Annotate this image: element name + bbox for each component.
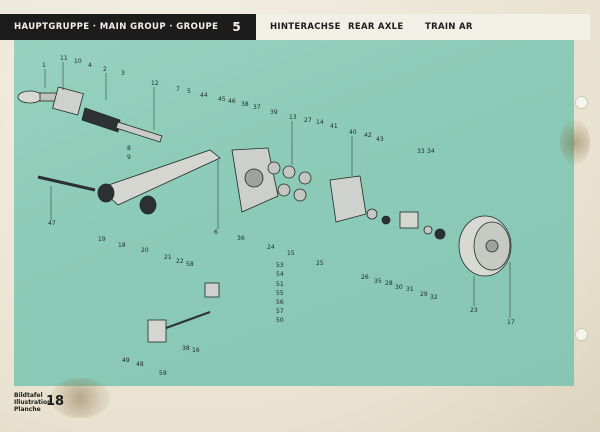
callout-label: 21: [164, 254, 172, 261]
callout-label: 50: [276, 317, 284, 324]
callout-label: 14: [316, 119, 324, 126]
callout-label: 8: [127, 145, 131, 152]
callout-label: 29: [420, 291, 428, 298]
leader-lines: [44, 62, 511, 318]
title-german: HINTERACHSE: [270, 22, 341, 32]
callout-label: 36: [237, 235, 245, 242]
callout-label: 30: [395, 284, 403, 291]
callout-label: 18: [118, 242, 126, 249]
callout-label: 23: [470, 307, 478, 314]
callout-label: 33: [417, 148, 425, 155]
callout-label: 16: [192, 347, 200, 354]
callout-label: 53: [276, 262, 284, 269]
callout-label: 10: [74, 58, 82, 65]
binder-hole-bottom: [575, 328, 588, 341]
callout-label: 32: [430, 294, 438, 301]
callout-label: 13: [289, 114, 297, 121]
plate-label-german: Bildtafel: [14, 392, 43, 399]
main-group-label: HAUPTGRUPPE · MAIN GROUP · GROUPE: [14, 22, 219, 32]
plate-caption: Bildtafel Illustration Planche: [14, 392, 51, 413]
callout-label: 24: [267, 244, 275, 251]
main-group-number: 5: [232, 20, 241, 34]
callout-label: 5: [187, 88, 191, 95]
plate-label-french: Planche: [14, 406, 41, 413]
reduction-gears-part: [267, 161, 312, 202]
callout-label: 25: [316, 260, 324, 267]
callout-label: 46: [228, 98, 236, 105]
callout-label: 6: [214, 229, 218, 236]
callout-label: 45: [218, 96, 226, 103]
callout-label: 39: [270, 109, 278, 116]
callout-label: 55: [276, 290, 284, 297]
plate-label-english: Illustration: [14, 399, 52, 406]
callout-label: 37: [253, 104, 261, 111]
callout-labels: 1 11 10 4 2 3 12 7 5 44 45 46 38 37 39 1…: [42, 55, 515, 377]
callout-label: 15: [287, 250, 295, 257]
callout-label: 9: [127, 154, 131, 161]
callout-label: 28: [385, 280, 393, 287]
callout-label: 31: [406, 286, 414, 293]
callout-label: 44: [200, 92, 208, 99]
callout-label: 3: [121, 70, 125, 77]
paper-stain: [50, 378, 110, 418]
torsion-rod-part: [37, 175, 96, 192]
binder-hole-top: [575, 96, 588, 109]
callout-label: 43: [376, 136, 384, 143]
small-gears-part: [366, 208, 446, 240]
callout-label: 38: [182, 345, 190, 352]
callout-label: 42: [364, 132, 372, 139]
callout-label: 11: [60, 55, 68, 62]
callout-label: 56: [276, 299, 284, 306]
axle-shaft-part: [17, 86, 163, 143]
main-group-header: HAUPTGRUPPE · MAIN GROUP · GROUPE 5: [0, 14, 256, 40]
callout-label: 49: [122, 357, 130, 364]
callout-label: 58: [186, 261, 194, 268]
callout-label: 27: [304, 117, 312, 124]
callout-label: 41: [330, 123, 338, 130]
housing-cover-part: [329, 175, 367, 223]
brake-drum-part: [458, 215, 512, 277]
trailing-arm-part: [97, 149, 221, 215]
paper-stain: [560, 120, 590, 165]
callout-label: 26: [361, 274, 369, 281]
callout-label: 2: [103, 66, 107, 73]
callout-label: 1: [42, 62, 46, 69]
callout-label: 54: [276, 271, 284, 278]
spring-plate-part: [147, 282, 220, 343]
plate-number: 18: [46, 394, 65, 409]
callout-label: 51: [276, 281, 284, 288]
callout-label: 38: [241, 101, 249, 108]
callout-label: 19: [98, 236, 106, 243]
callout-label: 7: [176, 86, 180, 93]
callout-label: 48: [136, 361, 144, 368]
callout-label: 40: [349, 129, 357, 136]
callout-label: 59: [159, 370, 167, 377]
callout-label: 4: [88, 62, 92, 69]
callout-label: 22: [176, 258, 184, 265]
callout-label: 57: [276, 308, 284, 315]
gear-housing-part: [231, 147, 279, 213]
callout-label: 12: [151, 80, 159, 87]
callout-label: 34: [427, 148, 435, 155]
callout-label: 20: [141, 247, 149, 254]
title-french: TRAIN AR: [425, 22, 473, 32]
callout-label: 35: [374, 278, 382, 285]
illustration-panel: [14, 40, 574, 386]
callout-label: 17: [507, 319, 515, 326]
title-english: REAR AXLE: [348, 22, 404, 32]
callout-label: 47: [48, 220, 56, 227]
